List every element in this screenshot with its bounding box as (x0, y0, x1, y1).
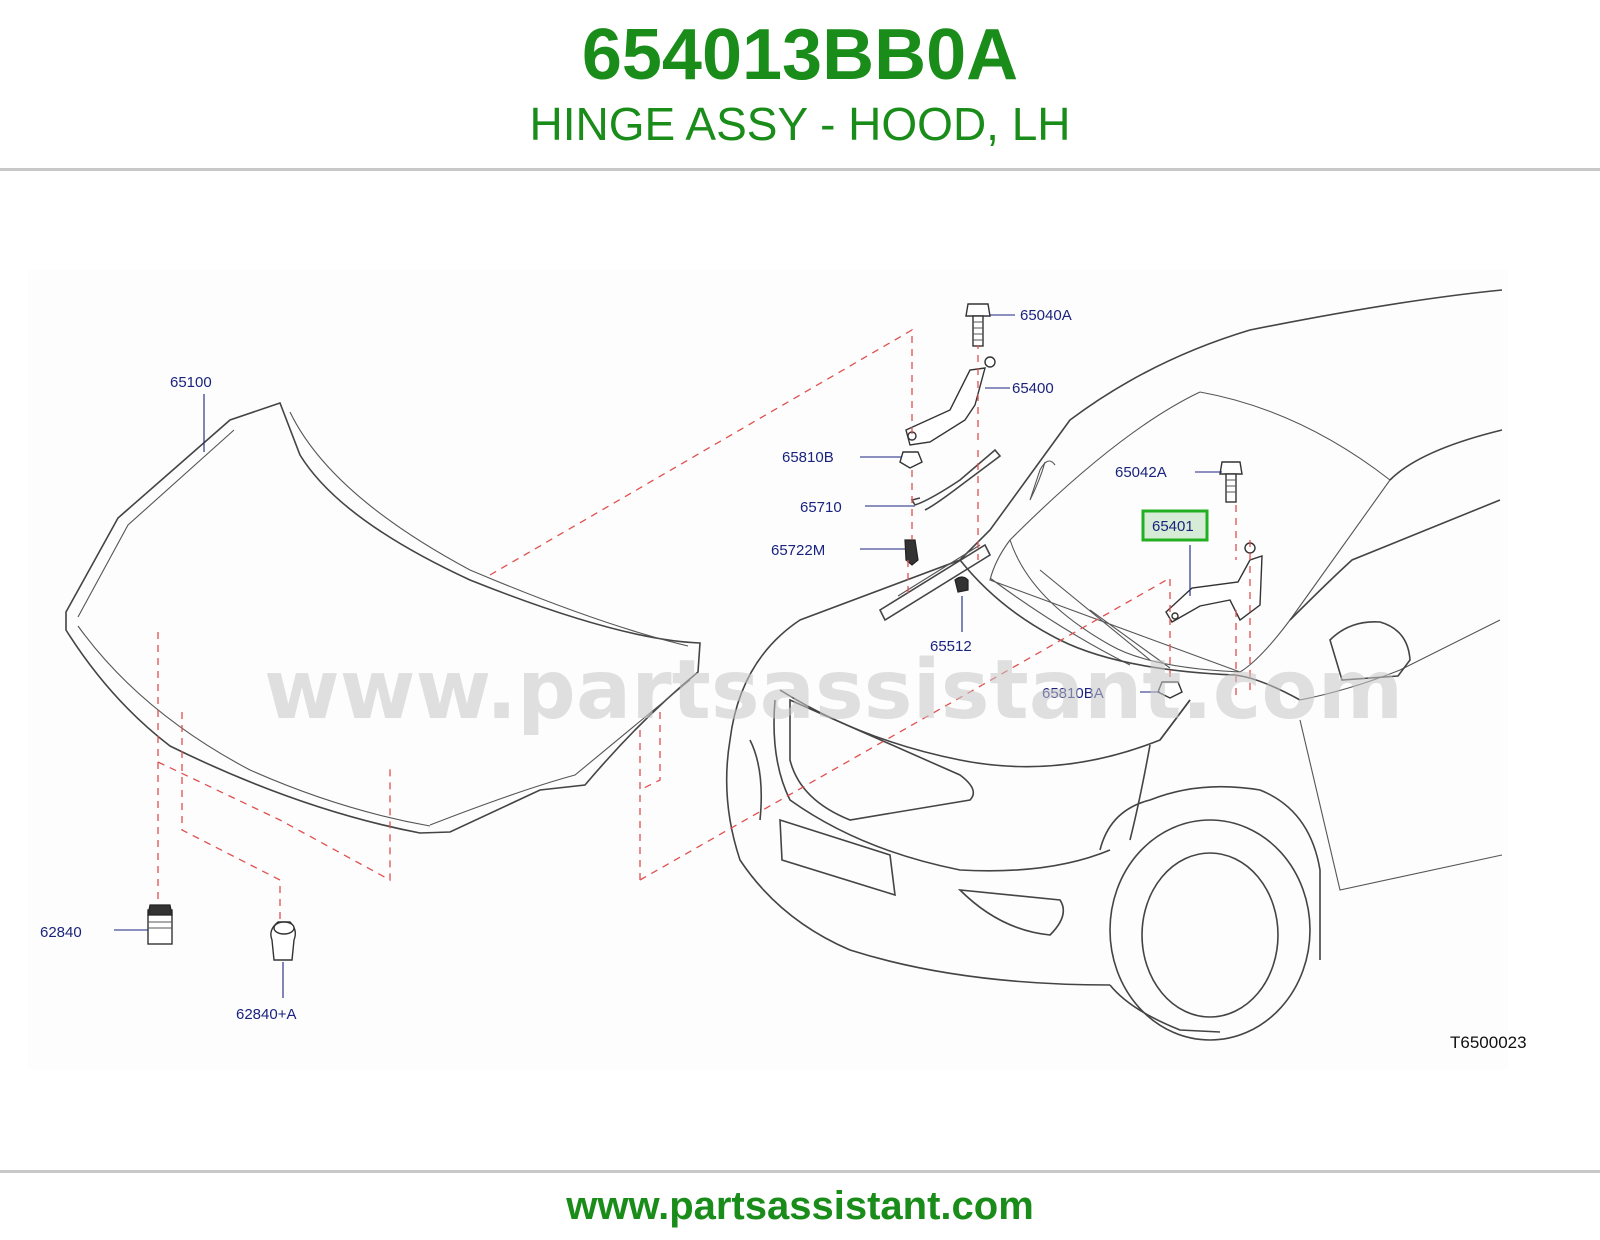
callout-65810BA[interactable]: 65810BA (1042, 685, 1104, 702)
footer-divider (0, 1170, 1600, 1173)
callout-62840[interactable]: 62840 (40, 924, 82, 941)
bumper-62840A-drawing (270, 921, 297, 961)
callout-62840A[interactable]: 62840+A (236, 1006, 296, 1023)
watermark-text: www.partsassistant.com (264, 643, 1403, 738)
callout-65100[interactable]: 65100 (170, 374, 212, 391)
highlighted-part-box (1141, 509, 1209, 542)
clip-65722M-drawing (904, 539, 919, 566)
diagram-reference-code: T6500023 (1450, 1033, 1527, 1052)
callout-65722M[interactable]: 65722M (771, 542, 825, 559)
bolt-65042A-drawing (1219, 461, 1243, 503)
callout-65400[interactable]: 65400 (1012, 380, 1054, 397)
callout-65710[interactable]: 65710 (800, 499, 842, 516)
part-name-subtitle: HINGE ASSY - HOOD, LH (529, 98, 1071, 150)
hood-panel-drawing (65, 401, 701, 834)
exploded-view-drawing: 65100 65040A 65400 65810B 65710 65722M 6… (40, 289, 1527, 1052)
car-body-drawing (725, 289, 1503, 1041)
callout-65042A[interactable]: 65042A (1115, 464, 1167, 481)
bumper-62840-drawing (147, 904, 173, 945)
nut-65810B-drawing (899, 451, 923, 469)
nut-65810BA-drawing (1157, 681, 1183, 699)
part-number-title: 654013BB0A (581, 15, 1019, 95)
callout-65401[interactable]: 65401 (1152, 518, 1194, 535)
alignment-dashes (157, 328, 1251, 920)
bolt-65040A-drawing (965, 303, 991, 347)
footer-website-link[interactable]: www.partsassistant.com (566, 1184, 1034, 1228)
callout-65040A[interactable]: 65040A (1020, 307, 1072, 324)
hinge-65400-drawing (905, 356, 996, 446)
header-divider (0, 168, 1600, 171)
page-header: 654013BB0A HINGE ASSY - HOOD, LH (0, 0, 1600, 168)
callout-65512[interactable]: 65512 (930, 638, 972, 655)
leader-lines (114, 314, 1222, 998)
cowl-latch-drawing (878, 543, 992, 622)
callout-65810B[interactable]: 65810B (782, 449, 834, 466)
hinge-65401-drawing (1165, 542, 1263, 623)
grommet-65512-drawing (954, 576, 969, 593)
